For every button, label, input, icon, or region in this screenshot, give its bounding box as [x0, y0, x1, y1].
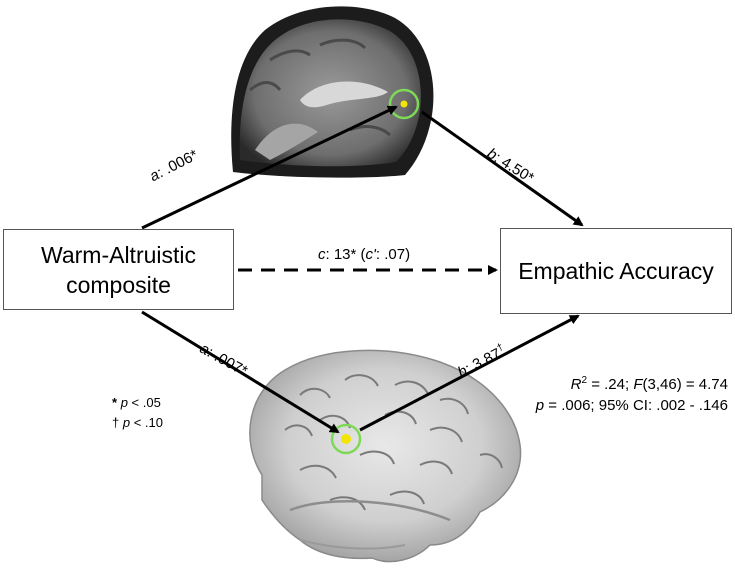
outcome-box: Empathic Accuracy [500, 228, 732, 314]
legend-significant: * p < .05 [112, 393, 163, 413]
significance-legend: * p < .05 † p < .10 [112, 393, 163, 433]
legend-trend: † p < .10 [112, 413, 163, 433]
activation-spot-top [401, 101, 408, 108]
sagittal-brain-image [224, 0, 434, 180]
model-statistics: R2 = .24; F(3,46) = 4.74 p = .006; 95% C… [518, 374, 728, 416]
predictor-label-line1: Warm-Altruistic [41, 240, 196, 270]
stats-line-1: R2 = .24; F(3,46) = 4.74 [518, 374, 728, 395]
path-c-label: c: 13* (c': .07) [318, 246, 410, 263]
predictor-label-line2: composite [41, 270, 196, 300]
predictor-box: Warm-Altruistic composite [3, 229, 234, 310]
outcome-label: Empathic Accuracy [518, 258, 714, 285]
activation-spot-bottom [341, 434, 351, 444]
lateral-brain-image [250, 350, 521, 561]
stats-line-2: p = .006; 95% CI: .002 - .146 [518, 395, 728, 416]
